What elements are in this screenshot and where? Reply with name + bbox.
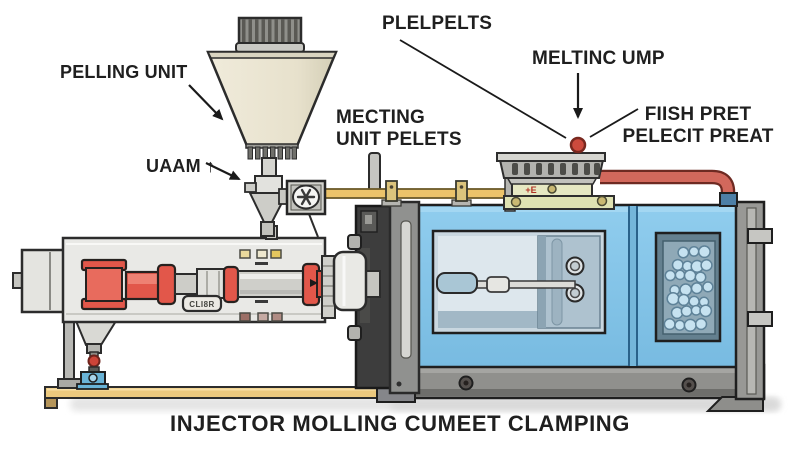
arrow-uaam [205, 162, 241, 180]
pellet [679, 283, 693, 297]
label-mecting-line1: MECTING [336, 107, 426, 128]
melt-drop [87, 354, 101, 368]
hopper-assembly [206, 16, 338, 237]
label-fiish-line2: PELECIT PREAT [622, 126, 774, 148]
pellet [677, 293, 690, 307]
pellet [671, 258, 684, 271]
ground-shadow [70, 397, 780, 411]
label-mecting-unit: MECTING UNIT PELETS [336, 107, 462, 152]
component-plate [181, 294, 223, 313]
feed-funnel [74, 320, 118, 346]
diagram-caption: INJECTOR MOLLING CUMEET CLAMPING [169, 411, 631, 436]
melt-dot [569, 136, 587, 154]
hopper-funnel [206, 50, 338, 148]
pellet [680, 305, 693, 318]
pellet [700, 259, 713, 272]
heater-block: +E [496, 152, 738, 212]
pellet [683, 318, 697, 332]
mold-window [431, 229, 607, 335]
pellet [694, 317, 708, 331]
nozzle-flange [332, 250, 368, 312]
annotations [188, 39, 639, 180]
leader-plelpelts [399, 39, 567, 139]
door-handle [747, 311, 773, 327]
piston-cylinder [436, 272, 478, 294]
rod-bracket [455, 180, 468, 202]
label-mecting-line2: UNIT PELETS [336, 129, 462, 151]
pellet [664, 269, 677, 282]
pellet [677, 246, 690, 259]
label-plelpelts: PLELPELTS [382, 13, 493, 34]
tie-rod [321, 180, 511, 207]
label-melting-ump: MELTINC UMP [532, 48, 665, 69]
pellet [674, 319, 686, 331]
pellet [697, 245, 711, 259]
pellet [683, 269, 697, 283]
pellets [663, 245, 714, 332]
rod-bracket [385, 180, 398, 202]
pellet [666, 292, 680, 306]
label-uaam: UAAM ↑ [146, 156, 216, 176]
pipe-fitting [719, 192, 738, 207]
pellet [663, 318, 676, 331]
leader-fiish-pret [589, 108, 639, 138]
label-fiish-line1: FIISH PRET [644, 104, 752, 125]
component-plate-text: CLI8R [189, 300, 215, 309]
pellet [699, 304, 713, 318]
pellet [688, 245, 700, 257]
sensor-post [368, 152, 381, 192]
drive-motor [20, 248, 67, 314]
guide-column [388, 200, 421, 395]
pellet [690, 282, 703, 295]
pellet [674, 269, 686, 281]
pellet [702, 281, 714, 293]
arrow-pelling-unit [188, 84, 224, 121]
heater-mark-text: +E [525, 185, 536, 195]
pellet [688, 295, 700, 308]
indicator-lights [239, 249, 283, 322]
label-pelling-unit: PELLING UNIT [60, 62, 188, 82]
screw-drive: CLI8R [80, 258, 328, 313]
door-handle [747, 228, 773, 244]
pellets-window [654, 231, 722, 343]
injection-unit: CLI8R [12, 213, 381, 390]
gear-pump [278, 179, 327, 216]
clamping-unit [347, 152, 773, 412]
pellet [694, 271, 707, 284]
label-fiish-pret: FIISH PRET PELECIT PREAT [612, 104, 784, 149]
door-column [734, 200, 773, 401]
impeller-icon [296, 188, 316, 206]
